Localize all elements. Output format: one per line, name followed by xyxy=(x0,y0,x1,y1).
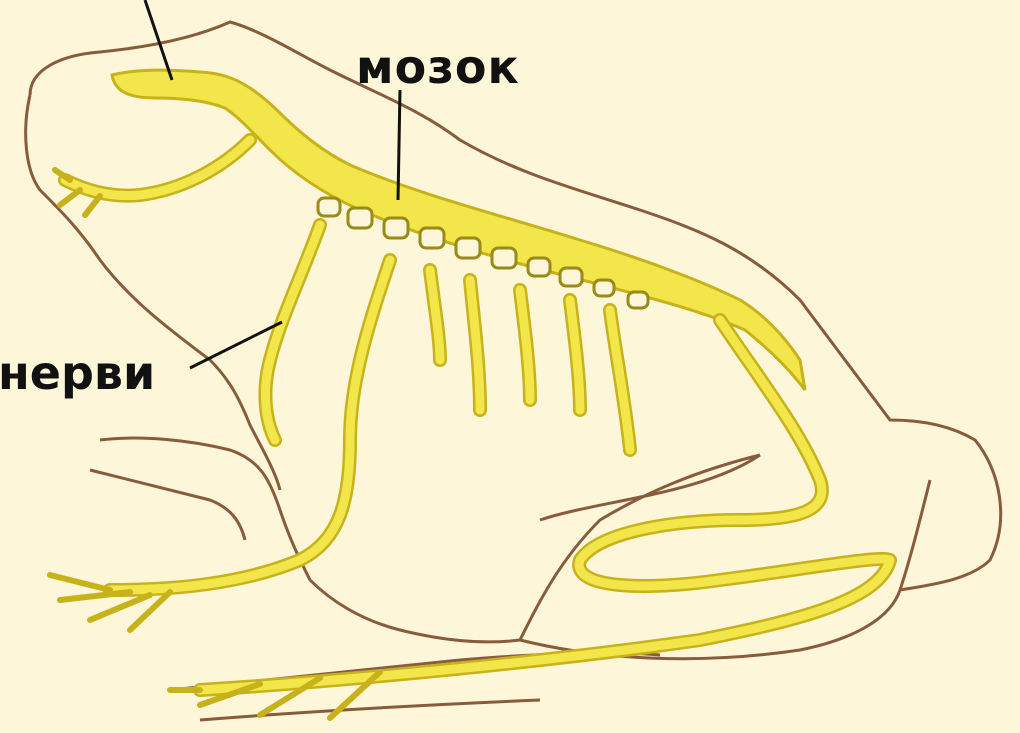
ganglion xyxy=(528,258,550,276)
ganglion xyxy=(420,228,444,248)
brain-leader-line xyxy=(398,90,400,200)
front-leg-outline xyxy=(90,438,310,580)
ganglion xyxy=(492,248,516,268)
hind-leg-nerve-fill xyxy=(200,320,890,690)
frog-body-outline xyxy=(26,22,1001,720)
ganglion xyxy=(560,268,582,286)
ganglion xyxy=(628,292,648,308)
top-leader-line xyxy=(145,0,172,80)
brain-and-spinal-cord-shape xyxy=(112,70,805,390)
head-nerve-fill xyxy=(65,140,250,196)
ganglion xyxy=(594,280,614,296)
ganglion xyxy=(456,238,480,258)
central-nervous-system xyxy=(112,70,805,390)
ganglion xyxy=(318,198,340,216)
label-brain: мозок xyxy=(356,44,520,90)
ganglion xyxy=(348,208,372,228)
label-nerves: нерви xyxy=(0,350,155,396)
hind-leg-nerve xyxy=(200,320,890,690)
ganglion xyxy=(384,218,408,238)
